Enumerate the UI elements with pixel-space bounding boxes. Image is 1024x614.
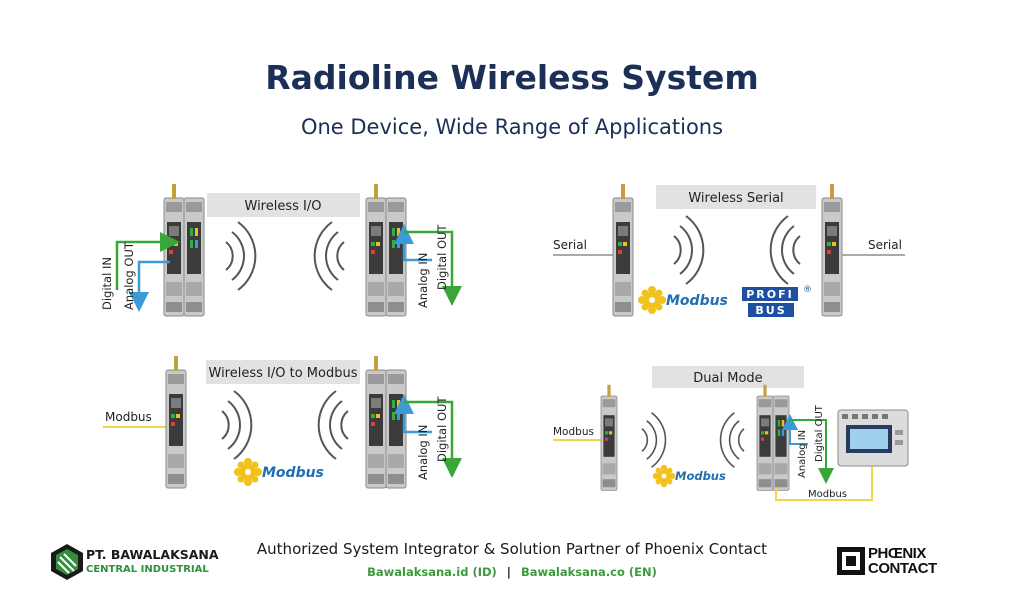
panel-label: Wireless Serial [688, 191, 783, 206]
analog-in-label: Analog IN [797, 430, 808, 478]
modbus-logo [652, 464, 676, 488]
modbus-logo-text: Modbus [666, 293, 728, 309]
radio-waves-icon [225, 221, 257, 291]
radio-module-icon [756, 384, 774, 491]
panel-label: Dual Mode [693, 371, 762, 386]
phoenix-contact-logo: PHŒNIX CONTACT [836, 546, 937, 580]
panel-label-box [207, 193, 360, 217]
link-separator: | [506, 565, 511, 579]
analog-out-wire [129, 260, 170, 312]
panel-label-box [206, 360, 360, 384]
radio-module-icon [365, 183, 387, 317]
digital-in-label: Digital IN [100, 257, 114, 310]
analog-in-wire [782, 414, 808, 445]
digital-in-wire [115, 232, 180, 290]
panel-wireless-io: Wireless I/O Digital IN Analog OUT Analo… [100, 183, 462, 317]
contact-line: CONTACT [868, 560, 937, 577]
modbus-logo [638, 286, 666, 314]
serial-right-label: Serial [868, 238, 902, 252]
link-bawalaksana-id[interactable]: Bawalaksana.id (ID) [367, 565, 497, 579]
panel-label-box [656, 185, 816, 209]
modbus-bottom-label: Modbus [808, 489, 847, 500]
digital-out-label: Digital OUT [435, 224, 449, 290]
serial-left-label: Serial [553, 238, 587, 252]
analog-in-label: Analog IN [416, 425, 430, 480]
partner-statement: Authorized System Integrator & Solution … [256, 540, 768, 558]
analog-out-label: Analog OUT [122, 241, 136, 310]
company-subname: CENTRAL INDUSTRIAL [86, 564, 209, 575]
analog-in-wire [394, 394, 432, 434]
phoenix-line: PHŒNIX [868, 545, 926, 562]
power-meter-icon [837, 409, 909, 467]
footer-links: Bawalaksana.id (ID) | Bawalaksana.co (EN) [0, 565, 1024, 579]
radio-module-icon [821, 183, 843, 317]
profibus-logo: PROFI BUS ® [742, 285, 812, 317]
page-subtitle: One Device, Wide Range of Applications [300, 115, 724, 139]
modbus-left-label: Modbus [553, 426, 594, 438]
panel-label: Wireless I/O to Modbus [209, 366, 358, 381]
page-title: Radioline Wireless System [265, 58, 759, 97]
digital-out-wire [790, 419, 834, 484]
panel-wireless-serial: Wireless Serial Serial Serial Modbus PRO… [553, 183, 905, 317]
radio-waves-icon [769, 215, 801, 285]
panel-label-box [652, 366, 804, 388]
registered-mark: ® [803, 285, 812, 295]
radio-module-icon [165, 355, 187, 489]
bawalaksana-icon [51, 544, 83, 580]
analog-in-wire [394, 224, 432, 262]
radio-module-icon [612, 183, 634, 317]
digital-out-label: Digital OUT [814, 404, 825, 462]
modbus-logo-text: Modbus [262, 465, 324, 481]
digital-out-wire [404, 400, 462, 478]
radio-module-icon [183, 197, 205, 317]
radio-module-icon [365, 355, 387, 489]
application-diagram: Wireless I/O Digital IN Analog OUT Analo… [100, 183, 909, 501]
panel-dual-mode: Dual Mode Modbus Analog IN Digital OUT M… [553, 366, 909, 501]
modbus-logo [234, 458, 262, 486]
company-name: PT. BAWALAKSANA [86, 547, 219, 562]
modbus-logo-text: Modbus [675, 469, 726, 483]
link-bawalaksana-co[interactable]: Bawalaksana.co (EN) [521, 565, 657, 579]
radio-waves-icon [317, 390, 349, 460]
panel-wireless-io-modbus: Wireless I/O to Modbus Modbus Analog IN … [103, 355, 462, 489]
radio-waves-icon [673, 215, 705, 285]
radio-module-icon [600, 384, 618, 491]
profibus-top-text: PROFI [746, 288, 794, 301]
radio-waves-icon [719, 411, 745, 469]
bawalaksana-logo: PT. BAWALAKSANA CENTRAL INDUSTRIAL [50, 543, 219, 583]
panel-label: Wireless I/O [245, 199, 322, 214]
analog-in-label: Analog IN [416, 253, 430, 308]
digital-out-wire [404, 230, 462, 306]
profibus-bottom-text: BUS [755, 304, 786, 317]
radio-waves-icon [641, 411, 667, 469]
modbus-bottom-wire [775, 465, 873, 501]
radio-module-icon [163, 183, 185, 317]
phoenix-contact-wordmark: PHŒNIX CONTACT [868, 546, 937, 576]
digital-out-label: Digital OUT [435, 396, 449, 462]
radio-waves-icon [313, 221, 345, 291]
radio-waves-icon [221, 390, 253, 460]
modbus-left-label: Modbus [105, 410, 152, 424]
radio-module-icon [772, 395, 790, 491]
phoenix-contact-icon [837, 547, 865, 575]
